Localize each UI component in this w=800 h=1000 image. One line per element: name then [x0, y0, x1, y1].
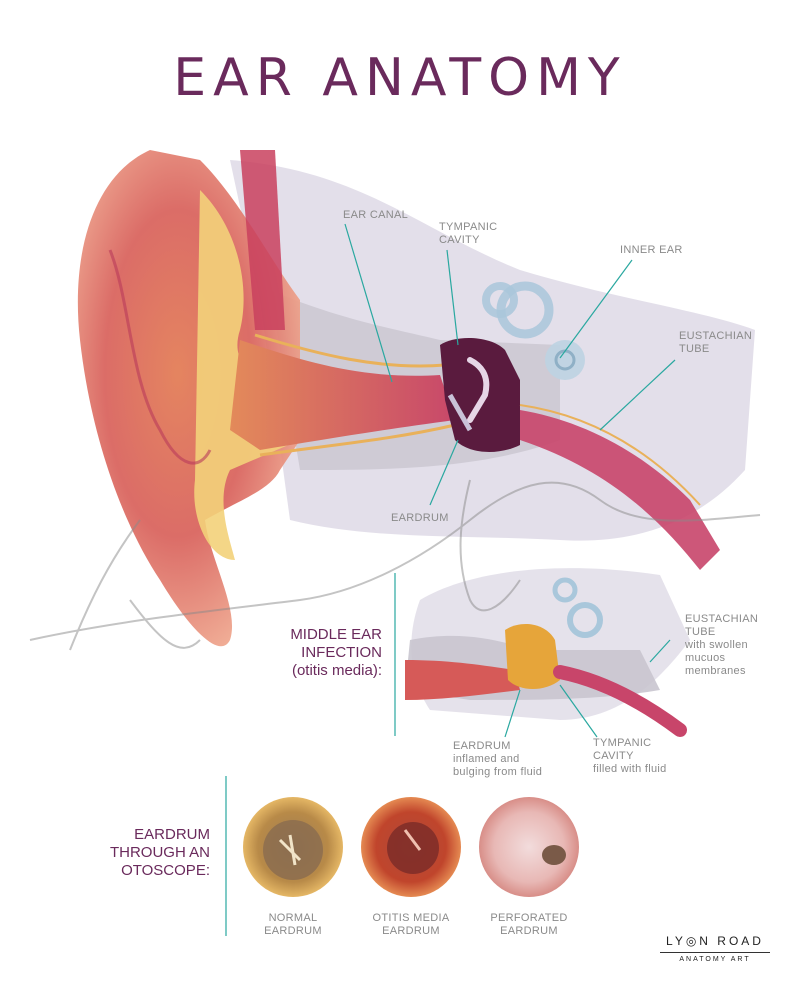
eardrum-label: EARDRUM: [391, 512, 449, 524]
ear-canal-label: EAR CANAL: [343, 209, 409, 221]
poster-title: EAR ANATOMY: [173, 48, 627, 108]
infection-eustachian-title1: EUSTACHIAN: [685, 613, 759, 625]
tympanic-cavity-label: TYMPANIC CAVITY: [439, 221, 497, 247]
brand-logo: LY◎N ROAD ANATOMY ART: [660, 934, 770, 963]
otoscope-perforated-view: [479, 797, 579, 897]
infection-eustachian-label: EUSTACHIAN TUBE with swollen mucuos memb…: [685, 613, 758, 678]
perforated-eardrum-label-line2: EARDRUM: [500, 925, 558, 937]
otoscope-heading-line1: EARDRUM: [134, 826, 210, 843]
brand-tagline: ANATOMY ART: [660, 952, 770, 963]
infection-tympanic-label: TYMPANIC CAVITY filled with fluid: [593, 737, 667, 776]
eustachian-tube-label-line1: EUSTACHIAN: [679, 330, 753, 342]
infection-eardrum-label: EARDRUM inflamed and bulging from fluid: [453, 740, 542, 779]
otitis-eardrum-label-line2: EARDRUM: [382, 925, 440, 937]
perforated-eardrum-label-line1: PERFORATED: [490, 912, 568, 924]
eustachian-tube-label: EUSTACHIAN TUBE: [679, 330, 752, 356]
normal-eardrum-label-line2: EARDRUM: [264, 925, 322, 937]
otoscope-heading-line3: OTOSCOPE:: [121, 862, 210, 879]
infection-tympanic-title2: CAVITY: [593, 750, 634, 762]
infection-tympanic-title1: TYMPANIC: [593, 737, 652, 749]
tympanic-cavity-label-line2: CAVITY: [439, 234, 480, 246]
infection-heading-line2: INFECTION: [301, 644, 382, 661]
infection-heading-line1: MIDDLE EAR: [290, 626, 382, 643]
otoscope-heading-line2: THROUGH AN: [109, 844, 210, 861]
tympanic-cavity-shape: [440, 338, 520, 452]
leader-lines: [225, 223, 676, 936]
signature-watermark: [29, 479, 761, 651]
perforated-eardrum-label: PERFORATED EARDRUM: [479, 912, 579, 938]
infection-eardrum-desc1: inflamed and: [453, 753, 520, 765]
eustachian-tube-label-line2: TUBE: [679, 343, 710, 355]
infection-tympanic-desc: filled with fluid: [593, 763, 667, 775]
infection-heading: MIDDLE EAR INFECTION (otitis media):: [270, 626, 382, 680]
infection-eardrum-title: EARDRUM: [453, 740, 511, 752]
brand-name: LY◎N ROAD: [666, 934, 764, 948]
inner-ear-label: INNER EAR: [620, 244, 683, 256]
normal-eardrum-label: NORMAL EARDRUM: [243, 912, 343, 938]
infection-illustration: [405, 568, 690, 737]
ear-canal-shape: [230, 333, 456, 457]
otoscope-heading: EARDRUM THROUGH AN OTOSCOPE:: [95, 826, 210, 880]
infection-eustachian-desc2: mucuos: [685, 652, 726, 664]
infection-eustachian-desc3: membranes: [685, 665, 746, 677]
infection-eustachian-desc1: with swollen: [685, 639, 748, 651]
otoscope-normal-view: [243, 797, 343, 897]
normal-eardrum-label-line1: NORMAL: [268, 912, 318, 924]
otitis-eardrum-label-line1: OTITIS MEDIA: [372, 912, 450, 924]
eustachian-tube-shape: [519, 404, 720, 570]
infection-heading-line3: (otitis media):: [291, 662, 382, 679]
infection-eardrum-desc2: bulging from fluid: [453, 766, 543, 778]
tympanic-cavity-label-line1: TYMPANIC: [439, 221, 498, 233]
otoscope-otitis-view: [361, 797, 461, 897]
otitis-eardrum-label: OTITIS MEDIA EARDRUM: [356, 912, 466, 938]
infection-eustachian-title2: TUBE: [685, 626, 716, 638]
